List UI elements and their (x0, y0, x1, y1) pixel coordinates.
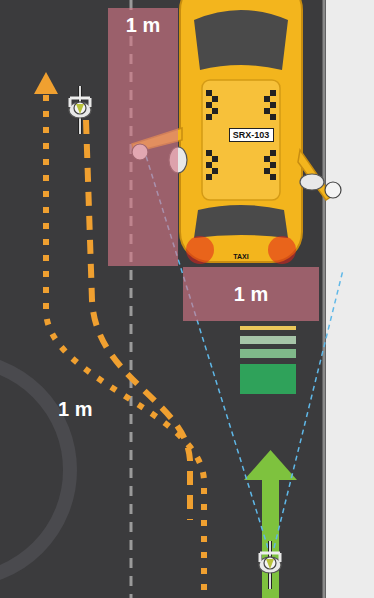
node-text: 1 m (234, 283, 268, 306)
dimension-label: 1 m (58, 398, 92, 421)
node-text: SRX-103 (233, 130, 270, 140)
roof-sign: SRX-103 (229, 128, 274, 142)
taxi-text: TAXI (233, 253, 248, 260)
clearance-band: 1 m (183, 267, 319, 321)
clearance-band: 1 m (108, 8, 178, 266)
node-text: 1 m (126, 14, 160, 37)
